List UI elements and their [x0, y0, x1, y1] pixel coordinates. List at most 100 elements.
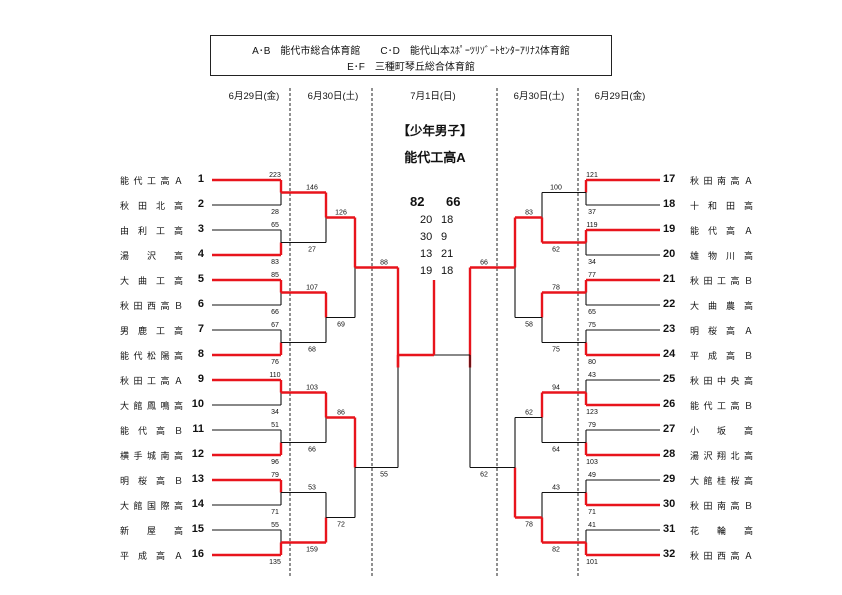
date-right-round1: 6月29日(金) — [594, 91, 646, 102]
left-score-label: 71 — [271, 509, 279, 516]
right-score-label: 77 — [588, 272, 596, 279]
team-seed-number: 21 — [663, 273, 676, 285]
team-seed-number: 17 — [663, 173, 676, 185]
team-seed-number: 10 — [191, 398, 204, 410]
team-name: 平成高Ａ — [120, 551, 186, 561]
team-seed-number: 18 — [663, 198, 676, 210]
team-name: 秋田南高Ｂ — [690, 501, 756, 511]
left-score-label: 53 — [308, 485, 316, 492]
right-score-label: 100 — [550, 185, 562, 192]
right-score-label: 43 — [552, 485, 560, 492]
left-score-label: 34 — [271, 409, 279, 416]
left-score-label: 55 — [271, 522, 279, 529]
left-score-label: 76 — [271, 359, 279, 366]
right-score-label: 78 — [552, 285, 560, 292]
right-score-label: 62 — [525, 410, 533, 417]
team-name: 大館鳳鳴高 — [120, 401, 186, 411]
period-score-left: 13 — [420, 248, 433, 260]
final-score-left: 82 — [410, 194, 425, 209]
right-score-label: 79 — [588, 422, 596, 429]
right-score-label: 121 — [586, 172, 598, 179]
team-seed-number: 24 — [663, 348, 676, 360]
team-name: 雄物川高 — [690, 251, 756, 261]
venue-line-2: E･F 三種町琴丘総合体育館 — [347, 62, 475, 73]
team-name: 十和田高 — [690, 201, 756, 211]
team-name: 明桜高Ａ — [690, 326, 756, 336]
right-score-label: 94 — [552, 385, 560, 392]
team-seed-number: 23 — [663, 323, 676, 335]
right-score-label: 103 — [586, 459, 598, 466]
team-name: 秋田中央高 — [690, 376, 756, 386]
team-seed-number: 31 — [663, 523, 676, 535]
team-seed-number: 32 — [663, 548, 676, 560]
team-name: 秋田西高Ｂ — [120, 301, 186, 311]
right-score-label: 123 — [586, 409, 598, 416]
team-name: 湯沢高 — [120, 251, 186, 261]
team-seed-number: 14 — [191, 498, 204, 510]
team-seed-number: 3 — [197, 223, 204, 235]
left-score-label: 146 — [306, 185, 318, 192]
team-name: 新屋高 — [120, 526, 186, 536]
left-score-label: 223 — [269, 172, 281, 179]
team-name: 能代高Ａ — [690, 226, 756, 236]
team-name: 明桜高Ｂ — [120, 476, 186, 486]
right-score-label: 119 — [586, 222, 597, 229]
team-seed-number: 8 — [197, 348, 204, 360]
team-name: 秋田工高Ｂ — [690, 276, 756, 286]
left-score-label: 88 — [380, 260, 388, 267]
team-name: 秋田工高Ａ — [120, 376, 186, 386]
period-score-right: 18 — [441, 214, 454, 226]
right-score-label: 41 — [588, 522, 596, 529]
team-seed-number: 5 — [197, 273, 204, 285]
team-name: 秋田西高Ａ — [690, 551, 756, 561]
date-left-round1: 6月29日(金) — [228, 91, 280, 102]
team-seed-number: 4 — [197, 248, 204, 260]
team-seed-number: 9 — [197, 373, 204, 385]
left-score-label: 83 — [271, 259, 279, 266]
team-name: 大館国際高 — [120, 501, 186, 511]
left-score-label: 51 — [271, 422, 279, 429]
team-seed-number: 26 — [663, 398, 676, 410]
left-score-label: 96 — [271, 459, 279, 466]
team-seed-number: 7 — [197, 323, 204, 335]
period-score-left: 20 — [420, 214, 433, 226]
right-score-label: 49 — [588, 472, 596, 479]
team-name: 湯沢翔北高 — [690, 451, 756, 461]
venue-box: A･B 能代市総合体育館 C･D 能代山本ｽﾎﾟｰﾂﾘｿﾞｰﾄｾﾝﾀｰｱﾘﾅｽ体… — [210, 35, 612, 76]
left-score-label: 159 — [306, 547, 318, 554]
right-score-label: 101 — [586, 559, 598, 566]
team-seed-number: 15 — [191, 523, 204, 535]
left-score-label: 107 — [306, 285, 318, 292]
date-right-round2: 6月30日(土) — [513, 91, 565, 102]
team-seed-number: 19 — [663, 223, 676, 235]
team-seed-number: 11 — [192, 423, 204, 435]
date-left-round2: 6月30日(土) — [307, 91, 359, 102]
right-score-label: 58 — [525, 322, 533, 329]
team-name: 大曲農高 — [690, 301, 756, 311]
period-score-right: 21 — [441, 248, 454, 260]
team-seed-number: 13 — [191, 473, 204, 485]
team-seed-number: 30 — [663, 498, 676, 510]
team-name: 能代高Ｂ — [120, 426, 186, 436]
team-seed-number: 12 — [191, 448, 204, 460]
left-score-label: 27 — [308, 247, 316, 254]
left-score-label: 135 — [269, 559, 281, 566]
left-score-label: 66 — [308, 447, 316, 454]
champion-name: 能代工高A — [404, 150, 466, 165]
team-seed-number: 20 — [663, 248, 676, 260]
team-seed-number: 29 — [663, 473, 676, 485]
team-seed-number: 27 — [663, 423, 676, 435]
period-score-right: 9 — [441, 231, 448, 243]
right-score-label: 75 — [552, 347, 560, 354]
final-score-right: 66 — [446, 194, 461, 209]
left-score-label: 72 — [337, 522, 345, 529]
venue-line-1: A･B 能代市総合体育館 C･D 能代山本ｽﾎﾟｰﾂﾘｿﾞｰﾄｾﾝﾀｰｱﾘﾅｽ体… — [252, 46, 570, 57]
right-score-label: 65 — [588, 309, 596, 316]
team-name: 平成高Ｂ — [690, 351, 756, 361]
left-score-label: 110 — [269, 372, 280, 379]
right-score-label: 62 — [552, 247, 560, 254]
team-name: 小坂高 — [690, 426, 756, 436]
team-name: 秋田南高Ａ — [690, 176, 756, 186]
left-score-label: 67 — [271, 322, 279, 329]
team-seed-number: 25 — [663, 373, 676, 385]
